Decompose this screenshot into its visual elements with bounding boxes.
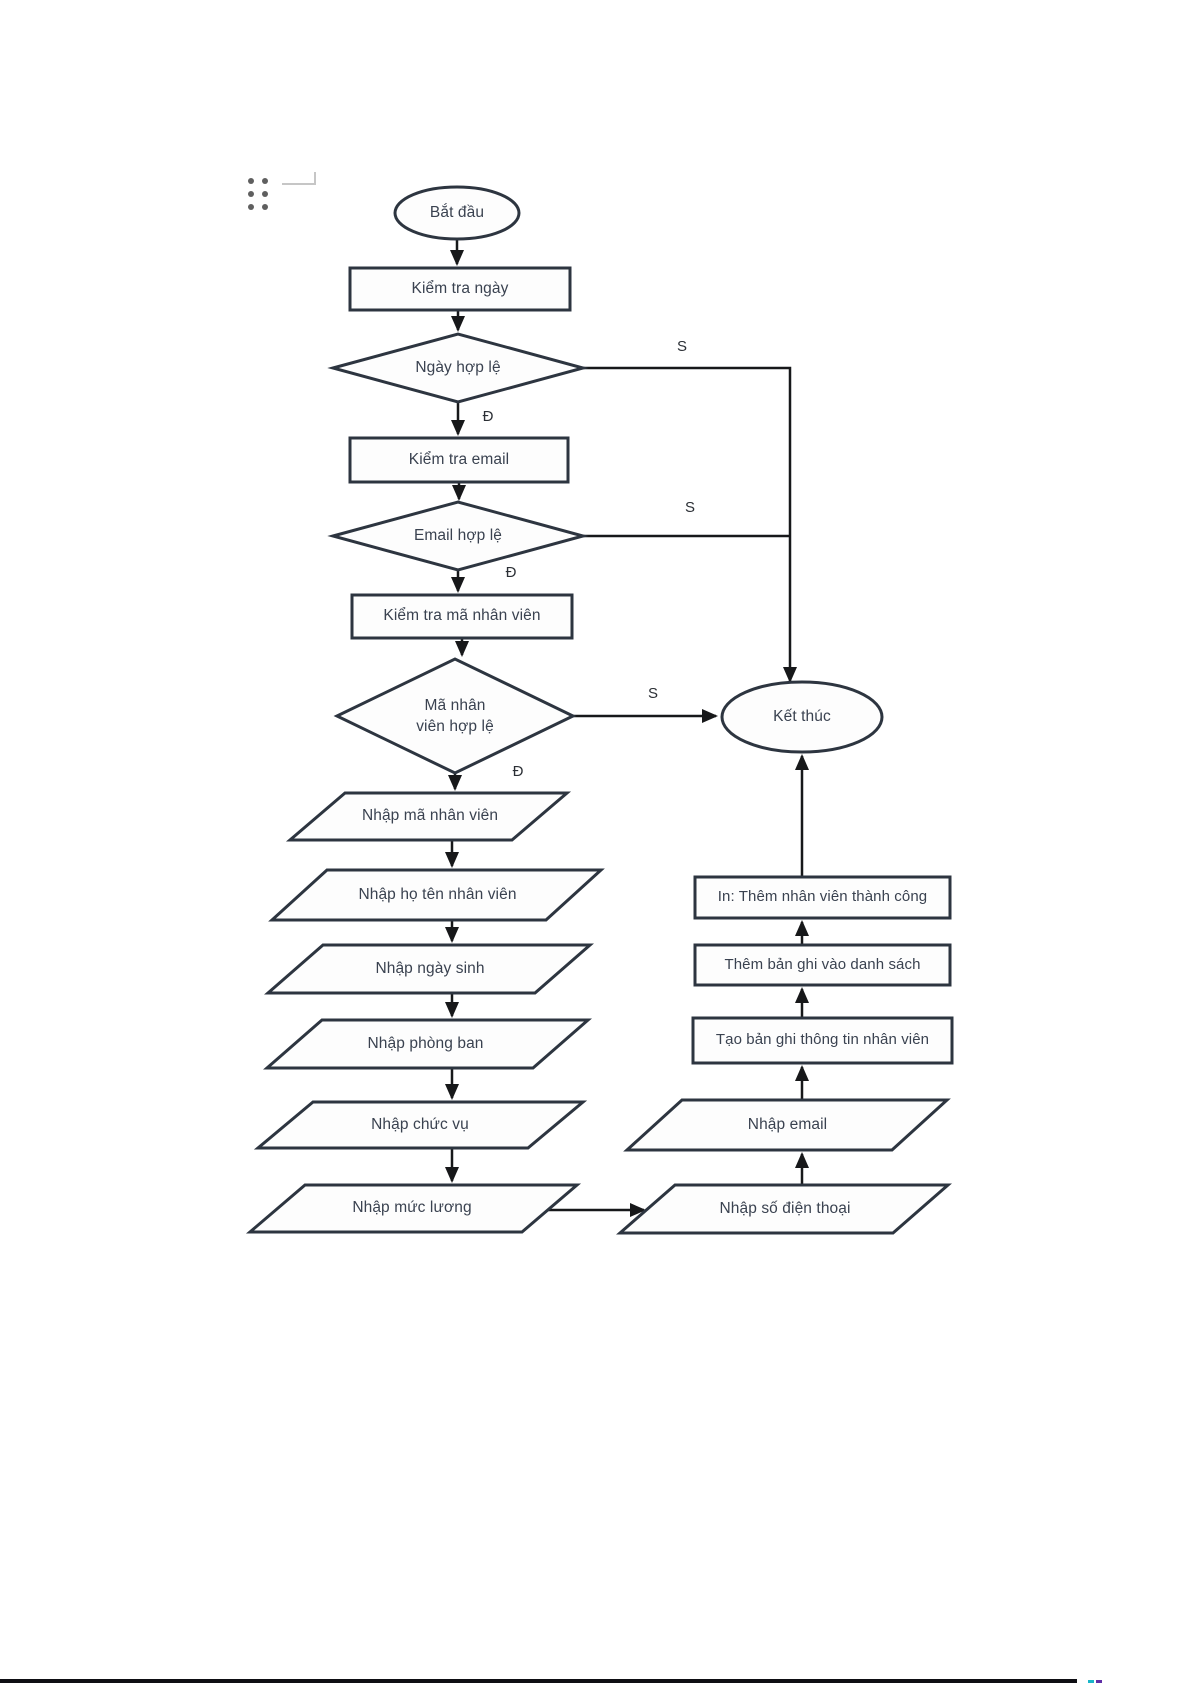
drag-handle-dot	[248, 204, 254, 210]
node-label-check-email: Kiểm tra email	[408, 450, 510, 468]
edge-label-date-valid-yes: Đ	[482, 407, 494, 425]
decision-date-valid	[327, 332, 589, 404]
edge-label-id-valid-yes: Đ	[512, 762, 524, 780]
node-label-email-valid: Email hợp lệ	[413, 526, 503, 544]
window-bottom-edge	[0, 1679, 1077, 1683]
node-label-employee-id-valid: Mã nhân viên hợp lệ	[416, 697, 494, 735]
drag-handle-dot	[248, 178, 254, 184]
drag-handle-dot	[248, 191, 254, 197]
process-check-employee-id	[350, 593, 574, 640]
node-label-check-date: Kiểm tra ngày	[411, 279, 509, 297]
window-accent-purple	[1096, 1680, 1102, 1683]
io-input-email	[623, 1098, 951, 1152]
process-add-record	[693, 943, 952, 987]
io-input-phone	[616, 1183, 952, 1235]
process-check-date	[348, 266, 572, 312]
node-label-input-department: Nhập phòng ban	[367, 1034, 484, 1052]
edge-label-id-valid-no: S	[647, 684, 658, 702]
node-label-check-employee-id: Kiểm tra mã nhân viên	[383, 607, 541, 625]
start-ellipse	[393, 185, 521, 241]
io-input-position	[253, 1100, 588, 1150]
io-input-department	[263, 1018, 592, 1070]
drag-handle-icon[interactable]	[248, 178, 269, 211]
node-label-date-valid: Ngày hợp lệ	[415, 358, 501, 376]
io-input-dob	[264, 943, 594, 995]
selection-corner-icon	[282, 170, 318, 188]
edge-label-date-valid-no: S	[676, 337, 687, 355]
edge-label-email-valid-yes: Đ	[505, 563, 517, 581]
io-input-employee-id	[285, 791, 572, 842]
io-input-salary	[245, 1183, 582, 1234]
end-ellipse	[720, 680, 884, 754]
node-label-create-record: Tạo bản ghi thông tin nhân viên	[715, 1031, 930, 1049]
node-label-input-full-name: Nhập họ tên nhân viên	[358, 885, 517, 903]
node-label-input-phone: Nhập số điện thoại	[719, 1199, 851, 1217]
window-accent-teal	[1088, 1680, 1094, 1683]
decision-employee-id-valid	[333, 657, 577, 775]
process-print-success	[693, 875, 952, 920]
node-label-input-salary: Nhập mức lương	[352, 1199, 472, 1217]
process-check-email	[348, 436, 570, 484]
drag-handle-dot	[262, 191, 268, 197]
node-label-add-record: Thêm bản ghi vào danh sách	[724, 955, 921, 973]
node-label-input-email: Nhập email	[747, 1115, 828, 1133]
io-input-full-name	[268, 868, 605, 922]
node-label-input-position: Nhập chức vụ	[371, 1115, 469, 1133]
node-label-print-success: In: Thêm nhân viên thành công	[717, 888, 928, 906]
drag-handle-dot	[262, 204, 268, 210]
node-label-end: Kết thúc	[773, 707, 831, 725]
node-label-input-dob: Nhập ngày sinh	[375, 959, 485, 977]
node-label-input-employee-id: Nhập mã nhân viên	[361, 807, 499, 825]
process-create-record	[691, 1016, 954, 1065]
drag-handle-dot	[262, 178, 268, 184]
decision-email-valid	[327, 500, 589, 572]
node-label-start: Bắt đầu	[429, 203, 485, 221]
edge-label-email-valid-no: S	[684, 498, 695, 516]
edge-datevalid-no-end	[583, 366, 797, 683]
